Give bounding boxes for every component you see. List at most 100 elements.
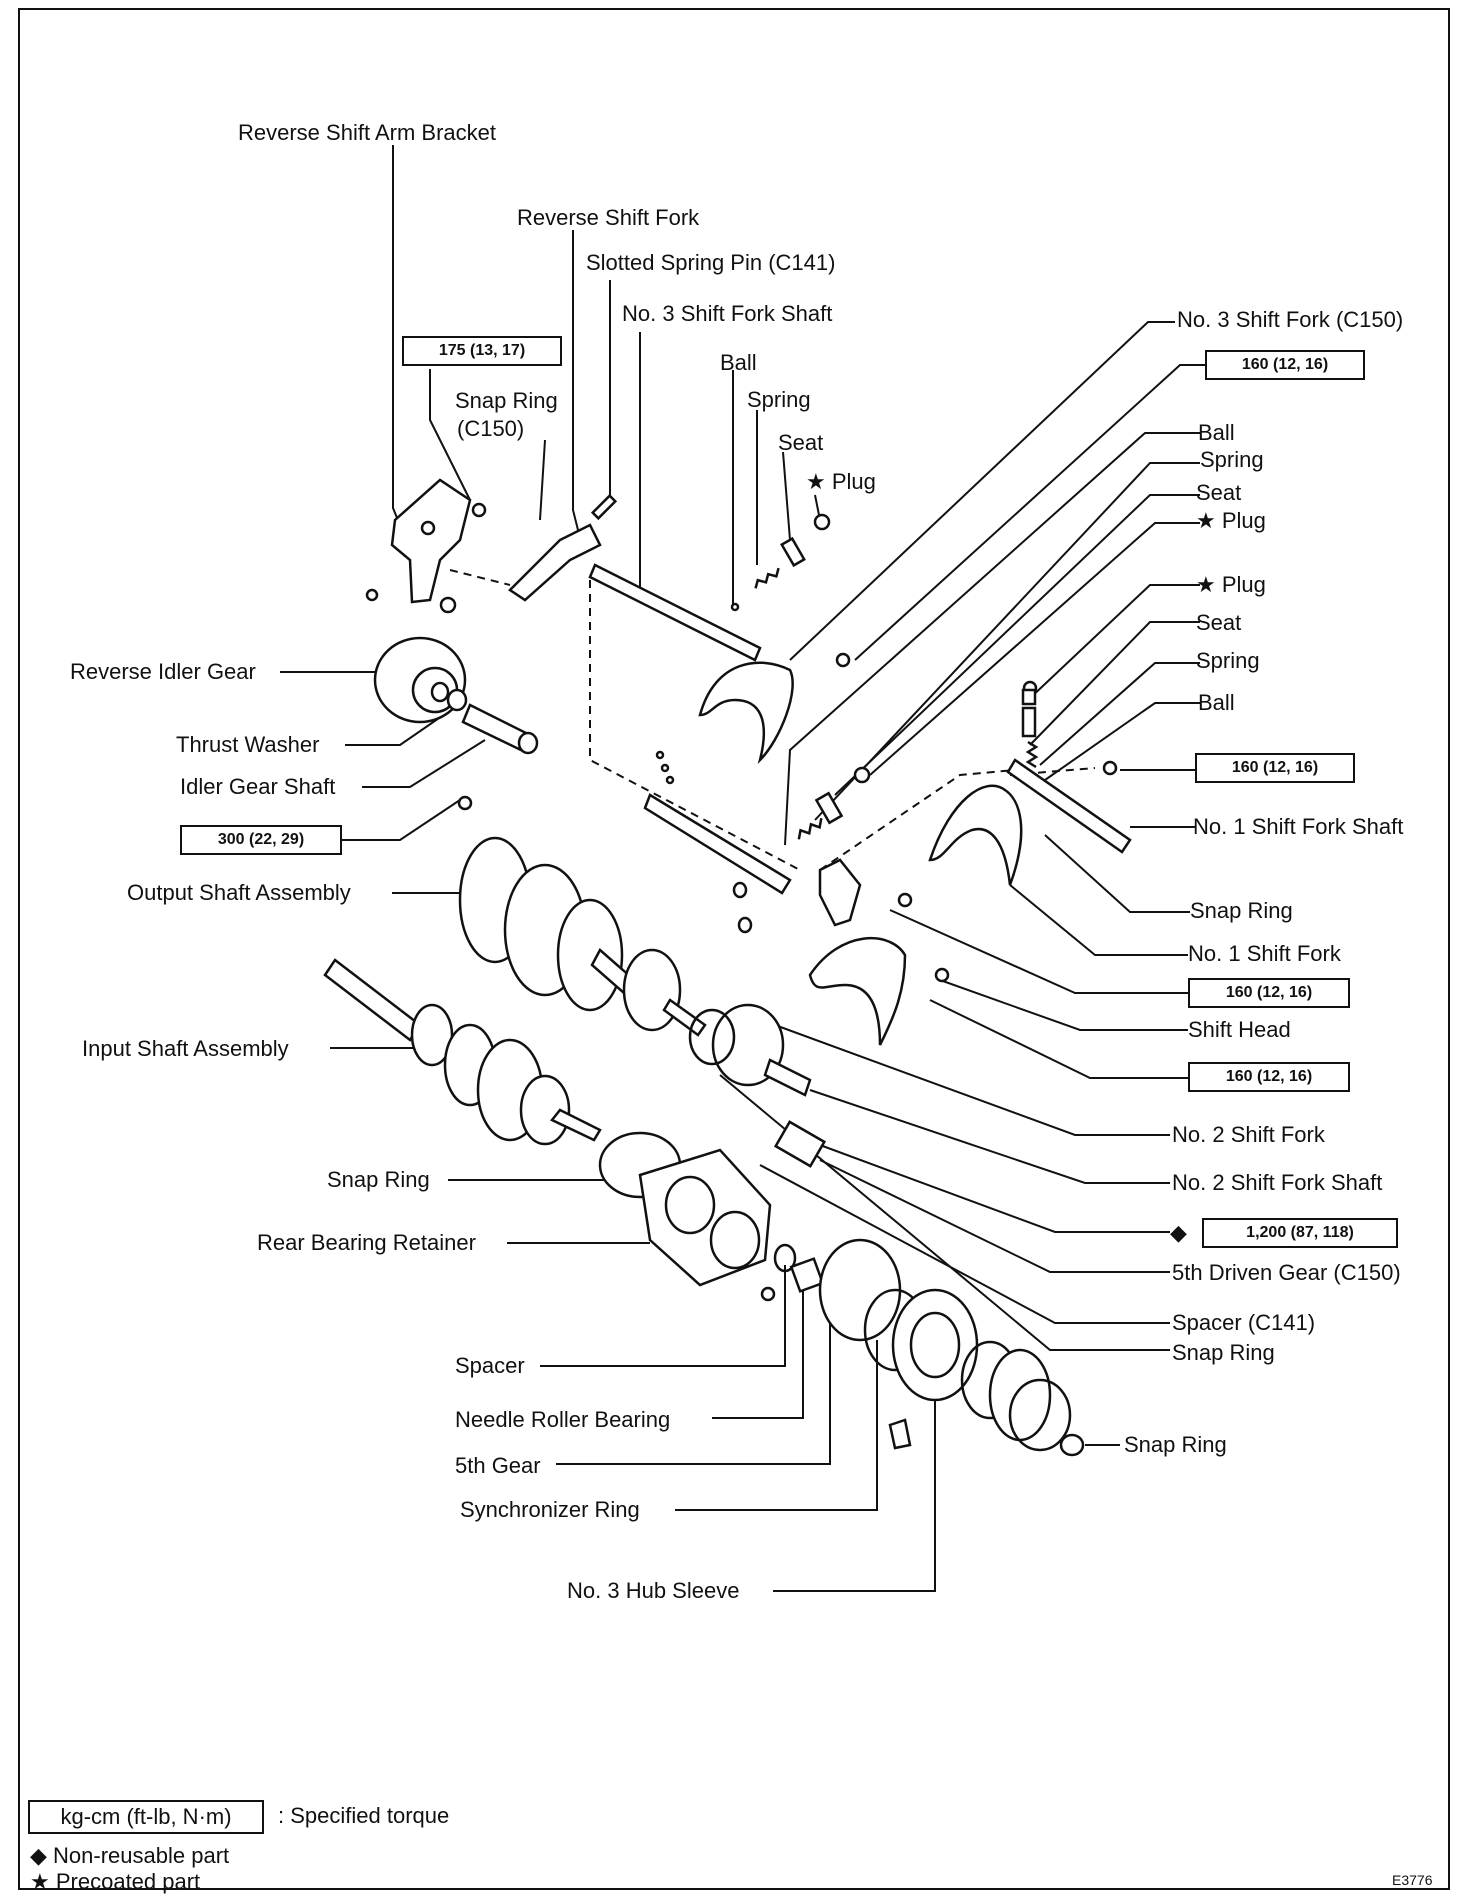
legend-nonreusable: ◆ Non-reusable part (30, 1843, 229, 1869)
label-snap-ring-top-line2: (C150) (457, 416, 525, 441)
label-snap-ring-left: Snap Ring (327, 1167, 430, 1192)
label-fifth-gear: 5th Gear (455, 1453, 541, 1478)
leader-plug-right1 (869, 522, 1200, 776)
rear-bearing-retainer-part (638, 1148, 772, 1287)
star-icon: ★ (806, 469, 826, 494)
no3-shift-fork-shaft-part (588, 563, 762, 662)
label-plug-right1-text: Plug (1221, 508, 1266, 533)
diagram-frame (18, 8, 1450, 1890)
leader-spacer-c141 (759, 1164, 1170, 1324)
key-part (888, 1418, 912, 1450)
label-seat-right2: Seat (1196, 610, 1242, 635)
leader-1200 (819, 1144, 1170, 1233)
leader-seat-right2 (1029, 621, 1200, 746)
label-ball-right2: Ball (1198, 690, 1235, 715)
leader-fifth-driven-gear (819, 1159, 1170, 1273)
label-seat-top: Seat (778, 430, 824, 455)
spacer-part (773, 1243, 797, 1273)
legend-nonreusable-text: Non-reusable part (53, 1843, 230, 1868)
torque-box-160-c: 160 (12, 16) (1188, 978, 1350, 1008)
clutch-hub-part (988, 1348, 1052, 1442)
leader-seat-right1 (834, 494, 1200, 796)
torque-box-160-b: 160 (12, 16) (1195, 753, 1355, 783)
label-spring-top: Spring (747, 387, 811, 412)
torque-box-160-d: 160 (12, 16) (1188, 1062, 1350, 1092)
label-plug-top: ★ Plug (806, 469, 876, 495)
label-no2-shift-fork: No. 2 Shift Fork (1172, 1122, 1325, 1147)
spacer-c141-part (688, 1008, 736, 1066)
label-idler-gear-shaft: Idler Gear Shaft (180, 774, 336, 799)
figure-id: E3776 (1392, 1872, 1433, 1888)
shift-head-part (818, 858, 862, 927)
leader-175 (429, 369, 471, 501)
label-snap-ring-top-line1: Snap Ring (455, 388, 558, 413)
label-reverse-idler-gear: Reverse Idler Gear (70, 659, 256, 684)
nut-part (773, 1120, 827, 1168)
label-ball-right1: Ball (1198, 420, 1235, 445)
label-seat-right1: Seat (1196, 480, 1242, 505)
label-plug-top-text: Plug (831, 469, 876, 494)
torque-box-300: 300 (22, 29) (180, 825, 342, 855)
torque-box-1200: 1,200 (87, 118) (1202, 1218, 1398, 1248)
star-icon: ★ (30, 1869, 50, 1894)
diamond-icon: ◆ (30, 1843, 47, 1868)
slotted-spring-pin-part (590, 493, 618, 521)
leader-idler-gear-shaft (362, 739, 486, 788)
output-shaft-assembly-part (458, 836, 707, 1037)
snap-ring-bottom-part (1059, 1433, 1085, 1457)
label-input-shaft-assembly: Input Shaft Assembly (82, 1036, 289, 1061)
label-no1-shift-fork: No. 1 Shift Fork (1188, 941, 1341, 966)
label-thrust-washer: Thrust Washer (176, 732, 320, 757)
leader-spring-right2 (1039, 662, 1200, 766)
label-rear-bearing-retainer: Rear Bearing Retainer (257, 1230, 476, 1255)
leader-300 (342, 799, 461, 841)
leader-ball-right1 (784, 432, 1200, 846)
leader-needle-bearing (712, 1275, 804, 1419)
label-spring-right2: Spring (1196, 648, 1260, 673)
label-snap-ring-lower-right: Snap Ring (1172, 1340, 1275, 1365)
label-slotted-spring-pin: Slotted Spring Pin (C141) (586, 250, 836, 275)
input-shaft-assembly-part (323, 958, 602, 1146)
label-snap-ring-bottom: Snap Ring (1124, 1432, 1227, 1457)
leader-no3-shift-fork (789, 321, 1175, 661)
legend-torque-key-text: : Specified torque (278, 1803, 450, 1828)
leader-160c (889, 909, 1188, 994)
leader-reverse-shift-arm-bracket (392, 145, 403, 531)
label-no3-hub-sleeve: No. 3 Hub Sleeve (567, 1578, 740, 1603)
leader-snap-ring-lower-right (719, 1074, 1170, 1351)
no1-shift-fork-part (928, 784, 1023, 886)
reverse-shift-fork-part (508, 523, 602, 602)
leader-no2-shift-fork-shaft (809, 1089, 1170, 1184)
label-spring-right1: Spring (1200, 447, 1264, 472)
label-plug-right1: ★ Plug (1196, 508, 1266, 534)
reverse-shift-arm-bracket-part (390, 478, 472, 604)
leader-synchronizer-ring (675, 1340, 878, 1511)
label-reverse-shift-arm-bracket: Reverse Shift Arm Bracket (238, 120, 496, 145)
label-ball-top: Ball (720, 350, 757, 375)
dashed-guide-2 (589, 580, 801, 871)
label-no3-shift-fork: No. 3 Shift Fork (C150) (1177, 307, 1404, 332)
label-reverse-shift-fork: Reverse Shift Fork (517, 205, 700, 230)
leader-no1-shift-fork (1009, 884, 1188, 956)
label-output-shaft-assembly: Output Shaft Assembly (127, 880, 351, 905)
needle-roller-bearing-part (789, 1257, 825, 1293)
no2-shift-fork-part (808, 936, 907, 1046)
leader-ball-right2 (1044, 702, 1200, 781)
leader-spacer (540, 1265, 786, 1367)
legend-precoated: ★ Precoated part (30, 1869, 200, 1895)
label-spacer: Spacer (455, 1353, 525, 1378)
torque-box-175: 175 (13, 17) (402, 336, 562, 366)
torque-box-160-a: 160 (12, 16) (1205, 350, 1365, 380)
no3-shift-fork-part (698, 661, 794, 765)
leader-shift-head (939, 979, 1188, 1031)
star-icon: ★ (1196, 572, 1216, 597)
leader-plug-right2 (1027, 584, 1200, 701)
no1-shift-fork-shaft-part (1006, 758, 1132, 854)
leader-snap-ring-c150 (539, 439, 546, 521)
label-needle-roller-bearing: Needle Roller Bearing (455, 1407, 671, 1432)
leader-seat-top (782, 451, 791, 541)
leader-spring-right1 (814, 462, 1200, 821)
no2-shift-fork-shaft-part (643, 793, 792, 895)
